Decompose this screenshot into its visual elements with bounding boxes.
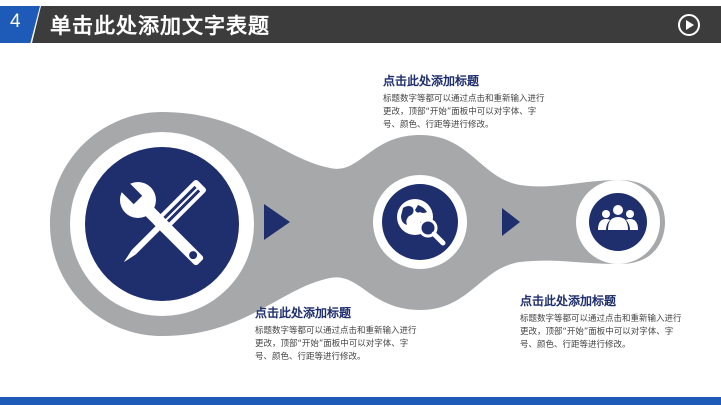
- text-block-1: 点击此处添加标题 标题数字等都可以通过点击和重新输入进行 更改，顶部“开始”面板…: [383, 72, 573, 132]
- body-line: 标题数字等都可以通过点击和重新输入进行: [520, 314, 682, 324]
- header: 4 单击此处添加文字表题: [0, 0, 721, 43]
- play-circle-icon[interactable]: [678, 14, 700, 36]
- body-line: 号、颜色、行距等进行修改。: [520, 340, 631, 350]
- body-line: 更改，顶部“开始”面板中可以对字体、字: [520, 327, 674, 337]
- block-body: 标题数字等都可以通过点击和重新输入进行 更改，顶部“开始”面板中可以对字体、字 …: [383, 93, 573, 132]
- body-line: 号、颜色、行距等进行修改。: [383, 120, 494, 130]
- block-body: 标题数字等都可以通过点击和重新输入进行 更改，顶部“开始”面板中可以对字体、字 …: [255, 325, 445, 364]
- body-line: 标题数字等都可以通过点击和重新输入进行: [255, 326, 417, 336]
- block-title: 点击此处添加标题: [520, 294, 617, 308]
- block-title: 点击此处添加标题: [255, 306, 352, 320]
- text-block-2: 点击此处添加标题 标题数字等都可以通过点击和重新输入进行 更改，顶部“开始”面板…: [255, 304, 445, 364]
- slide-number-badge: 4: [0, 6, 40, 43]
- arrow-right-icon: [502, 208, 520, 236]
- wrench-screwdriver-icon: [118, 179, 207, 266]
- body-line: 更改，顶部“开始”面板中可以对字体、字: [255, 339, 409, 349]
- body-line: 标题数字等都可以通过点击和重新输入进行: [383, 94, 545, 104]
- footer-bar: [0, 397, 721, 405]
- arrow-right-icon: [264, 204, 290, 240]
- block-body: 标题数字等都可以通过点击和重新输入进行 更改，顶部“开始”面板中可以对字体、字 …: [520, 313, 715, 352]
- slide-number: 4: [10, 11, 21, 32]
- team-icon: [598, 205, 638, 230]
- page-title: 单击此处添加文字表题: [50, 14, 270, 38]
- body-line: 更改，顶部“开始”面板中可以对字体、字: [383, 107, 537, 117]
- block-title: 点击此处添加标题: [383, 74, 480, 88]
- text-block-3: 点击此处添加标题 标题数字等都可以通过点击和重新输入进行 更改，顶部“开始”面板…: [520, 292, 715, 352]
- globe-search-icon: [397, 199, 446, 246]
- title-bar: [32, 6, 721, 43]
- body-line: 号、颜色、行距等进行修改。: [255, 352, 366, 362]
